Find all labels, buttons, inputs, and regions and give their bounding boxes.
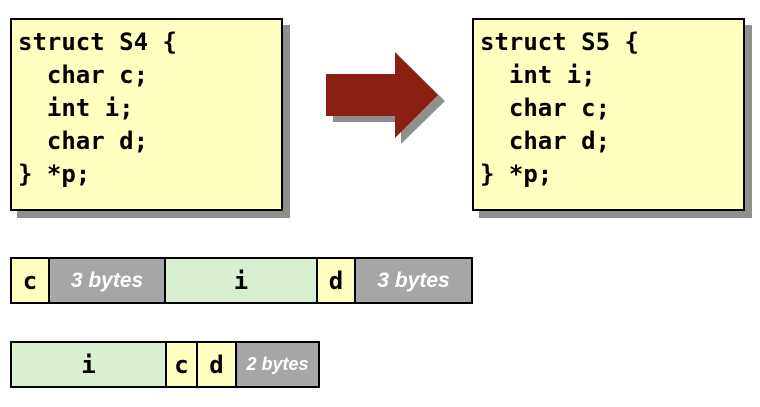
code-line: struct S4 { bbox=[18, 28, 177, 56]
padding-label: 3 bytes bbox=[377, 268, 450, 292]
code-line: char d; bbox=[480, 127, 611, 155]
padding-cell: 3 bytes bbox=[356, 259, 471, 302]
field-c-cell: c bbox=[167, 343, 198, 386]
field-label: d bbox=[328, 266, 344, 295]
field-label: c bbox=[22, 266, 38, 295]
field-i-cell: i bbox=[12, 343, 167, 386]
field-c-cell: c bbox=[12, 259, 50, 302]
field-label: d bbox=[209, 350, 224, 379]
code-line: char c; bbox=[480, 94, 611, 122]
s5-memory-layout: i c d 2 bytes bbox=[10, 341, 320, 388]
field-label: c bbox=[174, 350, 189, 379]
code-line: } *p; bbox=[480, 160, 553, 188]
code-line: struct S5 { bbox=[480, 28, 639, 56]
struct-s5-code-box: struct S5 { int i; char c; char d; } *p; bbox=[472, 18, 745, 211]
field-label: i bbox=[233, 266, 249, 295]
s4-memory-layout: c 3 bytes i d 3 bytes bbox=[10, 257, 473, 304]
padding-cell: 2 bytes bbox=[237, 343, 318, 386]
field-label: i bbox=[81, 350, 96, 379]
padding-cell: 3 bytes bbox=[50, 259, 166, 302]
field-d-cell: d bbox=[198, 343, 237, 386]
code-line: int i; bbox=[480, 61, 596, 89]
padding-label: 2 bytes bbox=[246, 354, 309, 374]
right-arrow-icon bbox=[326, 52, 445, 144]
padding-label: 3 bytes bbox=[70, 268, 144, 292]
code-line: int i; bbox=[18, 94, 134, 122]
code-line: } *p; bbox=[18, 160, 91, 188]
field-d-cell: d bbox=[318, 259, 356, 302]
code-line: char c; bbox=[18, 61, 149, 89]
field-i-cell: i bbox=[166, 259, 318, 302]
code-line: char d; bbox=[18, 127, 149, 155]
struct-s4-code-box: struct S4 { char c; int i; char d; } *p; bbox=[10, 18, 283, 211]
